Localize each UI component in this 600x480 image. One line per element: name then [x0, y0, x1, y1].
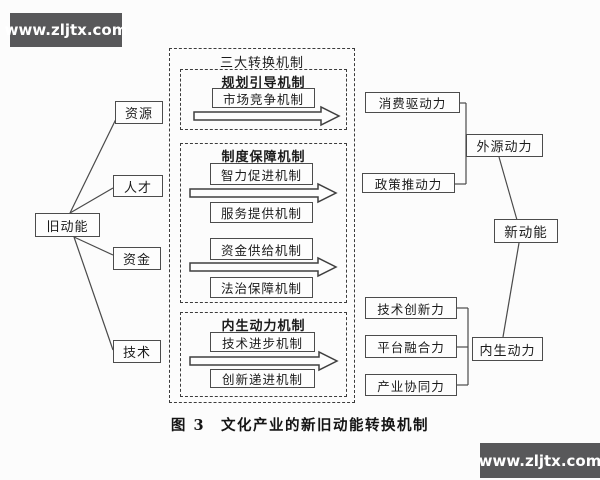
flow-arrow [189, 182, 338, 204]
external-bracket-lines [455, 102, 518, 221]
hub-box-internal-power: 内生动力 [472, 337, 543, 361]
hub-box-external-power: 外源动力 [466, 134, 543, 157]
old-energy-box: 旧动能 [35, 213, 100, 237]
group-endogenous-title: 内生动力机制 [221, 319, 306, 334]
driver-box-consumption: 消费驱动力 [365, 92, 460, 113]
mechanism-box-intelligence-promotion: 智力促进机制 [210, 163, 313, 185]
result-box-new-energy: 新动能 [494, 219, 558, 243]
group-planning-title: 规划引导机制 [221, 76, 306, 91]
mechanism-box-tech-progress: 技术进步机制 [210, 332, 315, 352]
group-institution-title: 制度保障机制 [221, 150, 306, 165]
flow-arrow [189, 256, 338, 278]
watermark-banner-bottom: www.zljtx.com [479, 443, 600, 478]
factor-box-technology: 技术 [113, 340, 161, 363]
group-planning-guidance: 规划引导机制 [180, 69, 347, 130]
driver-box-tech-innovation: 技术创新力 [365, 297, 457, 319]
figure-caption: 图 3 文化产业的新旧动能转换机制 [170, 417, 430, 434]
group-endogenous-power: 内生动力机制 [180, 312, 347, 397]
mechanism-box-market-competition: 市场竞争机制 [212, 88, 315, 108]
factor-box-resources: 资源 [115, 101, 163, 124]
mechanism-box-innovation-progression: 创新递进机制 [210, 369, 315, 388]
conversion-panel-title: 三大转换机制 [219, 56, 304, 71]
conversion-panel: 三大转换机制 [169, 48, 355, 403]
internal-bracket-lines [457, 242, 520, 386]
driver-box-industry-synergy: 产业协同力 [365, 374, 457, 396]
watermark-banner-top: www.zljtx.com [5, 13, 127, 47]
group-institutional-guarantee: 制度保障机制 [180, 143, 347, 303]
mechanism-box-rule-of-law: 法治保障机制 [210, 277, 313, 298]
mechanism-box-service-provision: 服务提供机制 [210, 202, 313, 223]
factor-box-talent: 人才 [113, 175, 163, 197]
flow-arrows [189, 105, 341, 372]
mechanism-box-capital-supply: 资金供给机制 [210, 238, 313, 260]
flow-arrow [189, 350, 339, 372]
driver-box-platform-integration: 平台融合力 [365, 335, 457, 358]
driver-box-policy: 政策推动力 [362, 173, 455, 193]
left-fan-lines [69, 118, 117, 351]
flow-arrow [193, 105, 341, 127]
factor-box-capital: 资金 [113, 247, 161, 270]
